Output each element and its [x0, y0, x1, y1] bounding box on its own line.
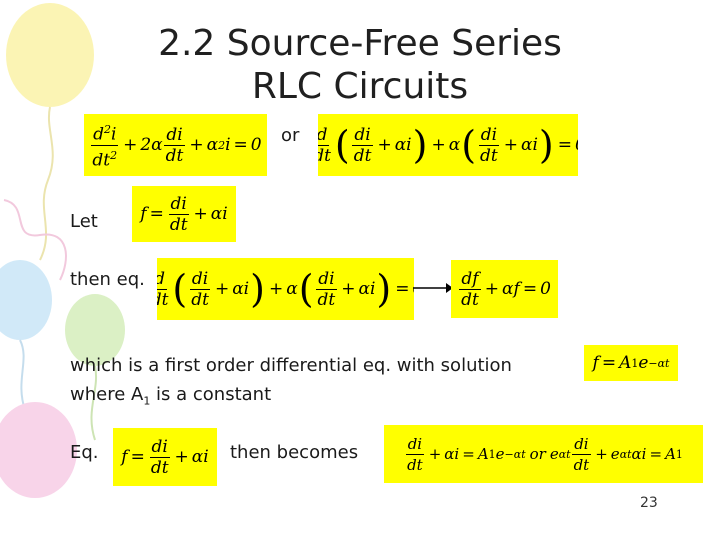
- balloon-pink-shape: [0, 402, 77, 498]
- where-subscript: 1: [143, 394, 151, 408]
- where-tail: is a constant: [150, 384, 272, 405]
- slide-title: 2.2 Source-Free Series RLC Circuits: [100, 22, 620, 108]
- balloon-blue-shape: [0, 260, 52, 340]
- let-label: Let: [70, 211, 98, 232]
- page-number: 23: [640, 495, 658, 511]
- eq-label: Eq.: [70, 442, 99, 463]
- title-line-2: RLC Circuits: [251, 66, 469, 107]
- then-becomes-label: then becomes: [230, 442, 359, 463]
- where-text: where A: [70, 384, 144, 405]
- balloon-green-shape: [65, 294, 125, 366]
- first-order-text: which is a first order differential eq. …: [70, 355, 512, 376]
- balloon-yellow-shape: [6, 3, 94, 107]
- where-constant-text: where A1 is a constant: [70, 383, 271, 414]
- arrow-icon: [413, 283, 453, 293]
- or-label: or: [281, 125, 300, 146]
- then-eq-label: then eq.: [70, 269, 145, 290]
- title-line-1: 2.2 Source-Free Series: [158, 23, 562, 64]
